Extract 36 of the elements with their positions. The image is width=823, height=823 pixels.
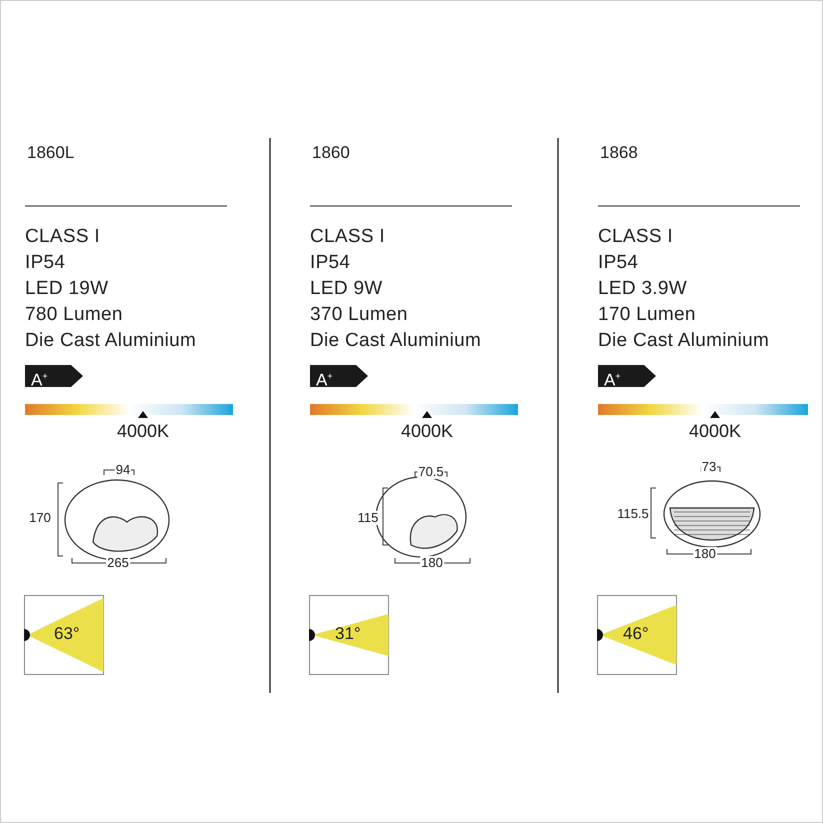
spec-text: CLASS I <box>598 226 673 248</box>
spec-text: CLASS I <box>25 226 100 248</box>
spec-text: IP54 <box>310 252 350 274</box>
color-temperature-label: 4000K <box>400 421 454 441</box>
dimension-label: 180 <box>693 547 717 561</box>
spec-text: 370 Lumen <box>310 304 408 326</box>
dimension-label: 70.5 <box>417 465 445 479</box>
beam-angle-value: 31° <box>335 624 361 644</box>
spec-text: CLASS I <box>310 226 385 248</box>
spec-text: Die Cast Aluminium <box>598 330 770 352</box>
spec-text: LED 9W <box>310 278 383 300</box>
beam-angle-value: 63° <box>54 624 80 644</box>
model-number: 1860 <box>312 143 350 163</box>
spec-text: 780 Lumen <box>25 304 123 326</box>
spec-text: LED 19W <box>25 278 108 300</box>
color-temperature-label: 4000K <box>116 421 170 441</box>
energy-class-text: A$^{+}$ <box>31 370 48 391</box>
dimension-label: 115.5 <box>616 507 650 521</box>
spec-text: Die Cast Aluminium <box>25 330 196 352</box>
dimension-label: 265 <box>106 556 130 570</box>
spec-text: IP54 <box>25 252 66 274</box>
dimension-label: 180 <box>420 556 444 570</box>
dimension-label: 170 <box>28 511 52 525</box>
spec-text: Die Cast Aluminium <box>310 330 482 352</box>
dimension-label: 115 <box>356 511 380 525</box>
energy-class-text: A$^{+}$ <box>316 370 333 391</box>
energy-class-text: A$^{+}$ <box>604 370 621 391</box>
spec-text: LED 3.9W <box>598 278 687 300</box>
model-number: 1868 <box>600 143 638 163</box>
model-number: 1860L <box>27 143 74 163</box>
color-temperature-label: 4000K <box>688 421 742 441</box>
spec-text: 170 Lumen <box>598 304 696 326</box>
dimension-label: 73 <box>700 460 718 474</box>
dimension-label: 94 <box>114 463 132 477</box>
beam-angle-value: 46° <box>623 624 649 644</box>
spec-text: IP54 <box>598 252 638 274</box>
